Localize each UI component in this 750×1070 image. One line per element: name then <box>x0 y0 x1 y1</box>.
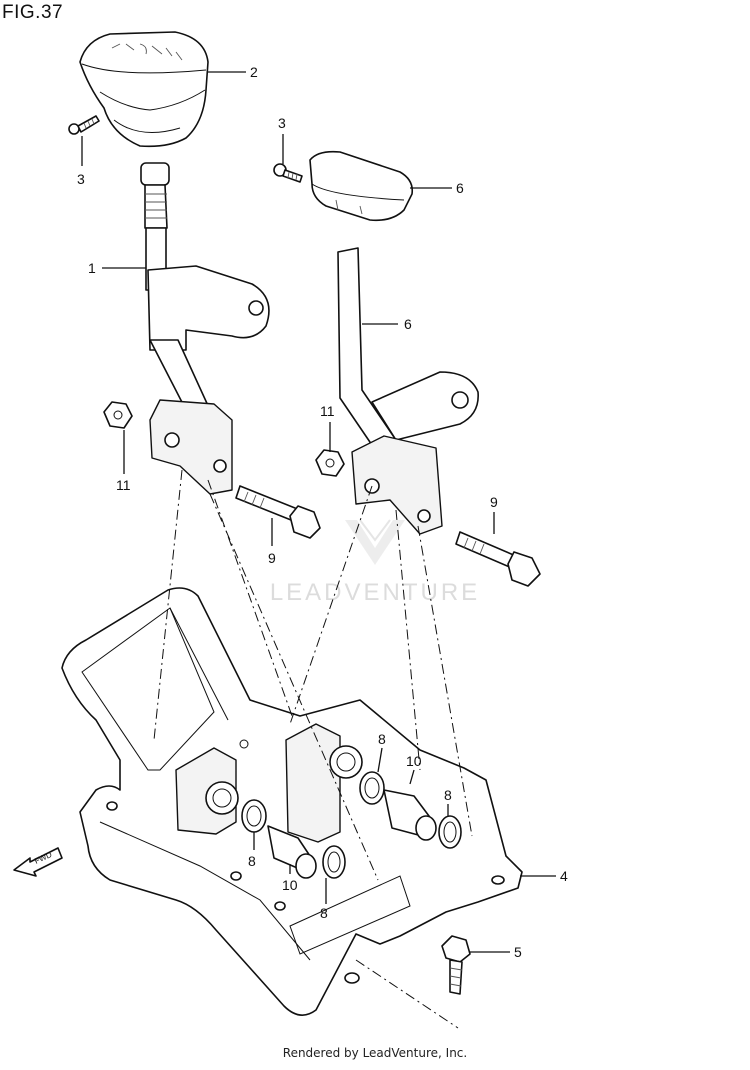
part-8-washer-1 <box>241 799 267 833</box>
part-11-nut-right <box>315 449 345 477</box>
part-8-washer-3 <box>359 771 385 805</box>
callout-10-b: 10 <box>282 877 298 893</box>
callout-9-left: 9 <box>268 550 276 566</box>
callout-1: 1 <box>88 260 96 276</box>
part-7-cap <box>309 150 414 222</box>
callout-4: 4 <box>560 868 568 884</box>
callout-11-left: 11 <box>116 477 131 493</box>
callout-5: 5 <box>514 944 522 960</box>
part-4-base-bracket <box>61 587 523 1016</box>
part-1-shift-lever <box>140 162 270 495</box>
watermark-text: LEADVENTURE <box>270 579 480 606</box>
footer-credit: Rendered by LeadVenture, Inc. <box>282 1046 468 1060</box>
callout-6: 6 <box>404 316 412 332</box>
callout-11-right: 11 <box>320 403 335 419</box>
callout-7: 6 <box>456 180 464 196</box>
callout-10-a: 10 <box>406 753 422 769</box>
part-3-screw-left <box>68 115 100 135</box>
callouts: 2 3 3 6 1 6 11 11 9 9 8 10 8 8 10 8 4 5 <box>77 64 568 960</box>
figure-title: FIG.37 <box>2 2 64 23</box>
callout-9-right: 9 <box>490 494 498 510</box>
callout-8-b: 8 <box>444 787 452 803</box>
callout-8-c: 8 <box>248 853 256 869</box>
part-9-bolt-right <box>455 531 541 587</box>
part-9-bolt-left <box>235 485 321 539</box>
leader-lines <box>81 71 556 953</box>
fwd-arrow-icon: FWD <box>13 847 63 877</box>
watermark-logo-icon <box>345 519 405 565</box>
watermark: LEADVENTURE <box>270 519 480 606</box>
callout-2: 2 <box>250 64 258 80</box>
callout-8-a: 8 <box>378 731 386 747</box>
part-8-washer-4 <box>438 815 462 849</box>
part-2-shift-knob <box>79 31 209 148</box>
callout-3-right: 3 <box>278 115 286 131</box>
assembly-guide-lines <box>153 469 473 1029</box>
part-10-bushing-right <box>383 789 437 841</box>
part-8-washer-2 <box>322 845 346 879</box>
part-5-bolt <box>441 935 471 995</box>
part-11-nut-left <box>103 401 133 429</box>
callout-3-left: 3 <box>77 171 85 187</box>
part-10-bushing-left <box>267 825 317 879</box>
part-3-screw-right <box>273 163 303 183</box>
callout-8-d: 8 <box>320 905 328 921</box>
part-6-shift-lever <box>337 247 479 535</box>
